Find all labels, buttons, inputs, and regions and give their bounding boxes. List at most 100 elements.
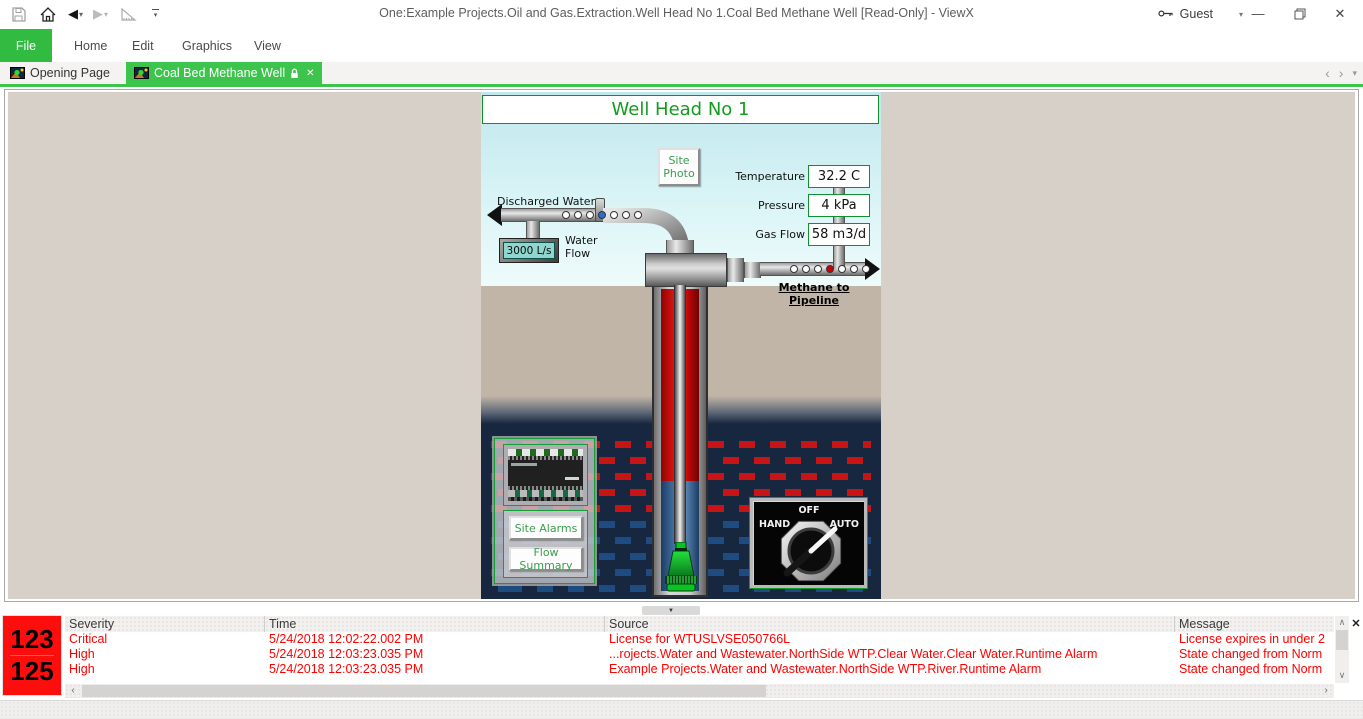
close-button[interactable]: ✕: [1334, 5, 1346, 21]
alarm-message: License expires in under 2: [1179, 632, 1325, 646]
discharge-flow-dots: [562, 211, 642, 219]
alarm-time: 5/24/2018 12:03:23.035 PM: [269, 647, 424, 661]
user-name: Guest: [1179, 6, 1213, 21]
key-icon: [1158, 10, 1173, 17]
alarm-severity: Critical: [69, 632, 108, 646]
restore-icon[interactable]: [1285, 0, 1315, 27]
alarm-banner: 123 125 Severity Time Source Message Cri…: [0, 615, 1363, 700]
alarm-severity: High: [69, 662, 95, 676]
alarm-time: 5/24/2018 12:03:23.035 PM: [269, 662, 424, 676]
gas-flow-value: 58 m3/d: [808, 223, 870, 246]
alarm-horizontal-scrollbar[interactable]: ‹ ›: [65, 684, 1334, 698]
ruler-icon[interactable]: [117, 4, 141, 24]
hoa-auto-label: AUTO: [829, 519, 859, 530]
toolbar-options-icon[interactable]: ▾: [149, 4, 162, 24]
wellhead-neck: [666, 240, 694, 255]
back-caret-icon[interactable]: ▾: [79, 9, 84, 19]
alarm-severity: High: [69, 647, 95, 661]
plc-device-image: [508, 449, 583, 501]
discharge-pipe: [501, 208, 609, 222]
tab-scroll-left-icon[interactable]: ‹: [1325, 65, 1330, 81]
ribbon-tab-edit[interactable]: Edit: [132, 38, 154, 53]
counter-divider: [10, 655, 54, 656]
page-title: Well Head No 1: [482, 95, 879, 124]
back-icon[interactable]: ◀ ▾: [68, 6, 84, 21]
water-flow-value: 3000 L/s: [503, 242, 555, 259]
site-photo-button[interactable]: Site Photo: [658, 148, 700, 186]
ribbon-tab-view[interactable]: View: [254, 38, 281, 53]
alarm-message: State changed from Norm: [1179, 662, 1323, 676]
discharged-water-label: Discharged Water: [497, 195, 596, 208]
ribbon-tab-graphics[interactable]: Graphics: [182, 38, 233, 53]
home-icon[interactable]: [37, 4, 59, 24]
wellhead-nozzle: [727, 258, 744, 282]
alarm-row[interactable]: Critical 5/24/2018 12:02:22.002 PM Licen…: [65, 632, 1334, 647]
unacknowledged-count: 123: [10, 624, 54, 654]
hand-off-auto-switch[interactable]: OFF HAND AUTO: [749, 497, 868, 589]
column-severity[interactable]: Severity: [65, 616, 265, 632]
ribbon: File Home Edit Graphics View: [0, 27, 1363, 62]
tab-close-icon[interactable]: ✕: [306, 67, 315, 79]
navigation-button-panel: Site Alarms Flow Summary: [503, 510, 588, 578]
alarm-counter[interactable]: 123 125: [2, 615, 62, 696]
alarm-table-header: Severity Time Source Message: [65, 616, 1334, 632]
scroll-down-icon[interactable]: ∨: [1338, 670, 1346, 680]
status-bar: [0, 700, 1363, 719]
alarm-row[interactable]: High 5/24/2018 12:03:23.035 PM ...roject…: [65, 647, 1334, 662]
alarm-source: License for WTUSLVSE050766L: [609, 632, 791, 646]
wellhead-body: [645, 253, 727, 287]
alarm-source: Example Projects.Water and Wastewater.No…: [609, 662, 1042, 676]
discharge-arrow-icon: [487, 204, 502, 226]
vertical-scroll-thumb[interactable]: [1336, 630, 1348, 650]
splitter-down-icon: ▼: [668, 607, 674, 614]
tab-list-icon[interactable]: ▾: [1352, 67, 1357, 78]
total-count: 125: [10, 656, 54, 686]
equipment-panel: Site Alarms Flow Summary: [494, 438, 595, 584]
lock-icon: [291, 68, 298, 78]
pressure-value: 4 kPa: [808, 194, 870, 217]
site-alarms-button[interactable]: Site Alarms: [509, 516, 583, 540]
horizontal-scroll-thumb[interactable]: [82, 685, 766, 697]
forward-icon[interactable]: ▶ ▾: [93, 6, 109, 21]
alarm-row[interactable]: High 5/24/2018 12:03:23.035 PM Example P…: [65, 662, 1334, 677]
forward-caret-icon: ▾: [104, 9, 109, 19]
gas-flow-label: Gas Flow: [755, 228, 805, 241]
water-flow-gauge: 3000 L/s: [499, 238, 559, 263]
tab-scroll-right-icon[interactable]: ›: [1338, 65, 1344, 81]
minimize-button[interactable]: —: [1251, 6, 1265, 21]
column-message[interactable]: Message: [1179, 617, 1230, 631]
submersible-pump: [665, 542, 697, 592]
temperature-label: Temperature: [735, 170, 805, 183]
scroll-left-icon[interactable]: ‹: [71, 685, 75, 696]
mimic-icon: [10, 67, 25, 79]
ribbon-tab-file[interactable]: File: [0, 29, 52, 62]
tab-coal-bed-methane-well[interactable]: Coal Bed Methane Well ✕: [126, 62, 323, 84]
hoa-hand-label: HAND: [759, 519, 791, 530]
alarm-vertical-scrollbar[interactable]: ∧ ∨: [1335, 616, 1349, 683]
wellhead-nozzle: [744, 262, 761, 278]
banner-close-icon[interactable]: ✕: [1351, 617, 1361, 630]
banner-splitter-handle[interactable]: ▼: [642, 606, 700, 615]
display-canvas: Well Head No 1 Methane to Pipeline: [0, 87, 1363, 608]
temperature-value: 32.2 C: [808, 165, 870, 188]
water-flow-label: Water Flow: [565, 234, 598, 260]
tab-opening-page[interactable]: Opening Page: [2, 62, 118, 84]
hoa-knob[interactable]: [772, 515, 850, 587]
scroll-right-icon[interactable]: ›: [1324, 685, 1328, 696]
methane-arrow-icon: [865, 258, 880, 280]
methane-to-pipeline-link[interactable]: Methane to Pipeline: [778, 281, 850, 307]
flow-summary-button[interactable]: Flow Summary: [509, 546, 583, 572]
scroll-up-icon[interactable]: ∧: [1338, 617, 1346, 627]
hoa-faceplate: OFF HAND AUTO: [753, 501, 864, 585]
document-tab-bar: Opening Page Coal Bed Methane Well ✕ ‹ ›…: [0, 62, 1363, 87]
alarm-time: 5/24/2018 12:02:22.002 PM: [269, 632, 424, 646]
methane-flow-dots: [790, 265, 870, 273]
ribbon-tab-home[interactable]: Home: [74, 38, 108, 53]
user-caret-icon[interactable]: ▾: [1238, 10, 1243, 19]
save-icon[interactable]: [8, 4, 29, 24]
user-menu[interactable]: Guest: [1158, 0, 1213, 27]
pressure-label: Pressure: [758, 199, 805, 212]
column-source[interactable]: Source: [605, 616, 1175, 632]
column-time[interactable]: Time: [265, 616, 605, 632]
